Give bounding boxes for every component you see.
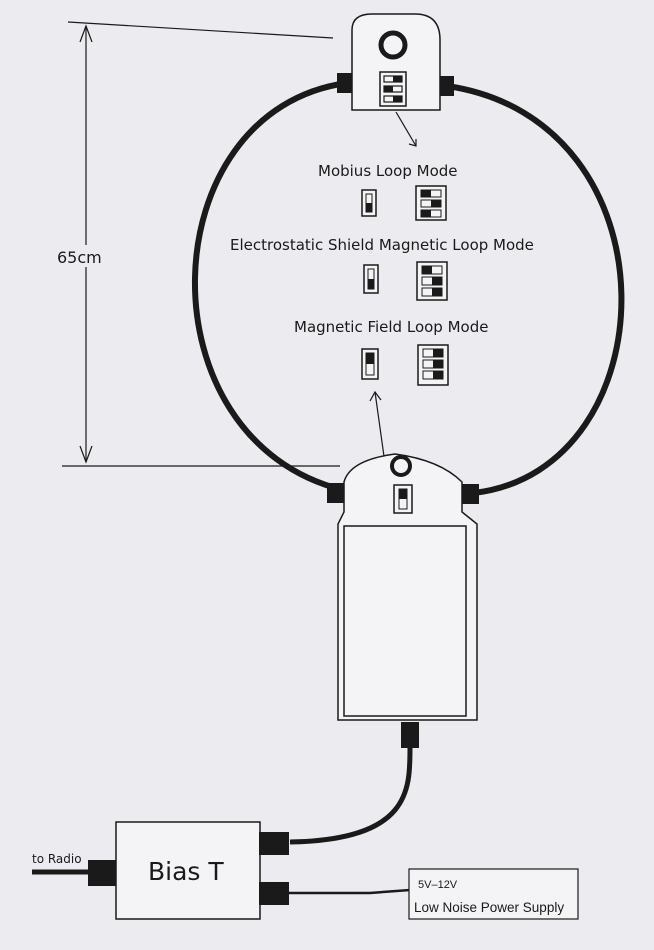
power-supply-voltage: 5V–12V: [418, 879, 458, 891]
top-right-connector: [440, 76, 454, 96]
magnetic-single-switch-icon: [361, 348, 379, 380]
electrostatic-single-switch-icon: [363, 264, 379, 294]
amplifier-switch-icon: [393, 484, 413, 514]
power-supply-label: Low Noise Power Supply: [414, 900, 564, 915]
amplifier-housing: [327, 453, 479, 721]
bottom-left-connector: [327, 483, 344, 503]
top-left-connector: [337, 73, 352, 93]
electrostatic-dip-switch-icon: [416, 261, 448, 301]
dimension-indicator: [62, 21, 340, 467]
mobius-dip-switch-icon: [415, 185, 447, 221]
mode-title-electrostatic: Electrostatic Shield Magnetic Loop Mode: [230, 236, 534, 254]
loop-right-arc: [446, 83, 625, 496]
dimension-label: 65cm: [57, 248, 102, 267]
bias-t-power-port: [259, 882, 289, 905]
bias-t-antenna-port: [259, 832, 289, 855]
amplifier-inner-panel: [343, 525, 467, 717]
dimension-arrow-up-icon: [79, 24, 93, 43]
bottom-right-connector: [462, 484, 479, 504]
loop-left-arc: [192, 80, 348, 493]
bias-t-label: Bias T: [148, 857, 224, 886]
mode-title-mobius: Mobius Loop Mode: [318, 162, 458, 180]
dimension-arrow-down-icon: [79, 445, 93, 464]
top-dip-switch-icon: [379, 71, 407, 107]
bottom-mount-hole-icon: [390, 455, 412, 477]
dimension-top-line: [67, 21, 334, 39]
top-mount-hole-icon: [378, 30, 408, 60]
mobius-single-switch-icon: [361, 189, 377, 217]
bias-t-box: [115, 821, 261, 920]
to-radio-label: to Radio: [32, 852, 82, 866]
bias-t-radio-port: [88, 860, 116, 886]
power-cable: [289, 888, 411, 895]
bottom-pointer-arrow-icon: [369, 390, 382, 402]
top-housing: [337, 13, 454, 111]
top-pointer-line: [395, 111, 417, 147]
top-pointer-arrow-icon: [408, 139, 417, 147]
mode-title-magnetic: Magnetic Field Loop Mode: [294, 318, 488, 336]
dimension-label-bg: [55, 245, 117, 267]
magnetic-dip-switch-icon: [417, 344, 449, 386]
amplifier-output-connector: [401, 722, 419, 748]
power-supply-box: [408, 868, 579, 920]
coax-cable: [289, 747, 413, 845]
